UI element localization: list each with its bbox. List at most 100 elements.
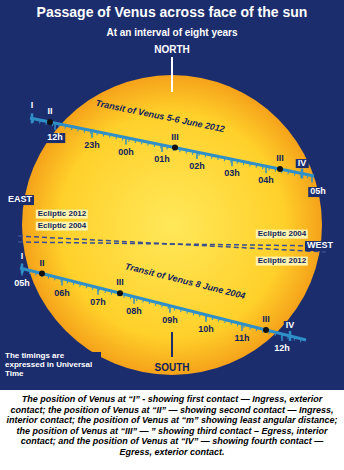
contact-label: I bbox=[31, 101, 34, 111]
contact-label: IV bbox=[284, 321, 297, 331]
minute-tick bbox=[141, 141, 143, 144]
venus-dot bbox=[39, 271, 45, 277]
figure-caption: The position of Venus at “I” - showing f… bbox=[0, 393, 344, 458]
hour-label: 08h bbox=[126, 307, 142, 317]
transit-paths bbox=[20, 113, 314, 342]
minute-tick bbox=[84, 129, 86, 132]
hour-label: 05h bbox=[14, 279, 30, 289]
minute-tick bbox=[123, 294, 125, 297]
contact-label: III bbox=[262, 315, 270, 325]
minute-tick bbox=[307, 175, 309, 178]
minute-tick bbox=[136, 298, 138, 301]
minute-tick bbox=[147, 142, 149, 145]
hour-label: 00h bbox=[118, 148, 134, 158]
minute-tick bbox=[77, 128, 79, 131]
minute-tick bbox=[111, 291, 113, 294]
minute-tick bbox=[155, 302, 157, 305]
minute-tick bbox=[45, 121, 47, 124]
transit-line bbox=[30, 118, 314, 176]
minute-tick bbox=[192, 151, 194, 154]
minute-tick bbox=[212, 317, 214, 320]
minute-tick bbox=[71, 127, 73, 130]
minute-tick bbox=[104, 290, 106, 293]
minute-tick bbox=[268, 331, 270, 334]
minute-tick bbox=[48, 275, 50, 278]
minute-tick bbox=[35, 272, 37, 275]
minute-tick bbox=[180, 309, 182, 312]
hour-tick bbox=[231, 159, 233, 166]
hour-tick bbox=[196, 152, 198, 159]
hour-tick bbox=[161, 145, 163, 152]
minute-tick bbox=[205, 154, 207, 157]
ecliptic-label: Ecliptic 2012 bbox=[36, 210, 88, 219]
hour-tick bbox=[311, 176, 313, 183]
hour-tick bbox=[205, 315, 207, 322]
contact-label: III bbox=[171, 133, 179, 143]
compass-label: EAST bbox=[6, 195, 34, 205]
minute-tick bbox=[186, 150, 188, 153]
hour-tick bbox=[97, 288, 99, 295]
hour-label: 04h bbox=[258, 176, 274, 186]
minute-tick bbox=[39, 120, 41, 123]
minute-tick bbox=[96, 132, 98, 135]
minute-tick bbox=[79, 283, 81, 286]
hour-label: 01h bbox=[154, 155, 170, 165]
contact-label: II bbox=[47, 107, 52, 117]
minute-tick bbox=[231, 321, 233, 324]
minute-tick bbox=[256, 328, 258, 331]
subtitle: At an interval of eight years bbox=[106, 27, 237, 38]
compass-label: SOUTH bbox=[155, 362, 190, 373]
minute-tick bbox=[217, 157, 219, 160]
contact-bar bbox=[21, 264, 24, 274]
minute-tick bbox=[243, 325, 245, 328]
minute-tick bbox=[193, 312, 195, 315]
minute-tick bbox=[294, 172, 296, 175]
ecliptic-2004-line bbox=[18, 242, 326, 246]
minute-tick bbox=[86, 285, 88, 288]
hour-label: 05h bbox=[308, 187, 328, 197]
minute-tick bbox=[174, 307, 176, 310]
minute-tick bbox=[73, 282, 75, 285]
minute-tick bbox=[249, 163, 251, 166]
hour-label: 12h bbox=[45, 133, 65, 143]
hour-label: 11h bbox=[234, 334, 249, 344]
hour-tick bbox=[169, 306, 171, 313]
minute-tick bbox=[179, 149, 181, 152]
hour-tick bbox=[54, 123, 56, 130]
hour-tick bbox=[91, 131, 93, 138]
hour-label: 03h bbox=[224, 169, 240, 179]
minute-tick bbox=[130, 296, 132, 299]
minute-tick bbox=[128, 138, 130, 141]
minute-tick bbox=[211, 155, 213, 158]
venus-dot bbox=[277, 166, 283, 172]
minute-tick bbox=[135, 140, 137, 143]
minute-tick bbox=[256, 164, 258, 167]
hour-label: 07h bbox=[90, 298, 106, 308]
minute-tick bbox=[54, 277, 56, 280]
hour-tick bbox=[61, 279, 63, 286]
compass-label: NORTH bbox=[154, 44, 190, 55]
minute-tick bbox=[300, 339, 302, 342]
time-note: The timings are expressed in Universal T… bbox=[5, 352, 101, 378]
minute-tick bbox=[67, 280, 69, 283]
minute-tick bbox=[198, 153, 200, 156]
ecliptic-label: Ecliptic 2012 bbox=[256, 257, 308, 266]
minute-tick bbox=[149, 301, 151, 304]
compass-label: WEST bbox=[305, 241, 335, 251]
minute-tick bbox=[116, 136, 118, 139]
contact-label: III bbox=[276, 154, 284, 164]
north-pointer bbox=[171, 57, 173, 92]
venus-dot bbox=[263, 327, 269, 333]
sun-disc bbox=[22, 75, 322, 375]
hour-tick bbox=[125, 138, 127, 145]
minute-tick bbox=[166, 146, 168, 149]
hour-label: 06h bbox=[54, 289, 70, 299]
minute-tick bbox=[224, 158, 226, 161]
minute-tick bbox=[218, 318, 220, 321]
minute-tick bbox=[237, 323, 239, 326]
contact-label: II bbox=[39, 259, 44, 269]
contact-bar bbox=[301, 169, 304, 179]
minute-tick bbox=[275, 168, 277, 171]
minute-tick bbox=[287, 171, 289, 174]
